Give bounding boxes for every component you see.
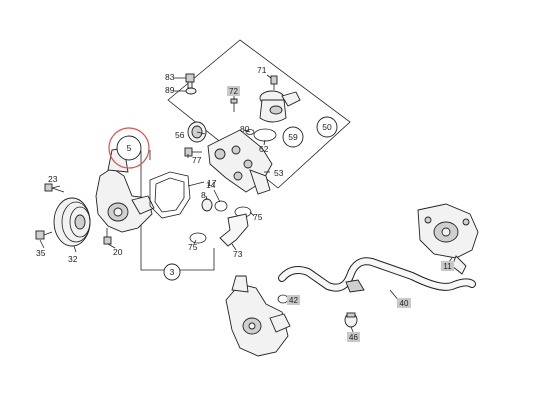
label-35[interactable]: 35 (36, 248, 46, 258)
plug-8-part (201, 198, 213, 212)
bolt-20-part (103, 228, 112, 245)
clamp-75-lower-part (189, 232, 207, 244)
pulley-32-part (53, 197, 91, 247)
bolt-35-part (35, 230, 53, 240)
thermostat-housing-part (259, 90, 301, 123)
tag-72[interactable] (227, 86, 240, 96)
gasket-17-part (149, 171, 191, 219)
label-17[interactable]: 17 (207, 178, 217, 188)
label-3: 3 (170, 267, 175, 277)
label-77[interactable]: 77 (192, 155, 202, 165)
label-80[interactable]: 80 (240, 124, 250, 134)
label-14-visible[interactable]: 14 (206, 180, 216, 190)
screw-71-part (270, 75, 278, 90)
hose-73-part (219, 213, 249, 247)
washer-89-part (185, 87, 197, 95)
label-71[interactable]: 71 (257, 65, 267, 75)
callout-circle-59[interactable] (282, 126, 304, 148)
label-75-lower[interactable]: 75 (188, 242, 198, 252)
tag-42[interactable] (287, 295, 300, 305)
label-46: 46 (349, 333, 358, 342)
tag-40[interactable] (397, 298, 411, 308)
label-32[interactable]: 32 (68, 254, 78, 264)
bolt-83-part (185, 73, 195, 89)
water-pump-body-part (95, 147, 155, 233)
label-59: 59 (288, 132, 298, 142)
lower-pump-assembly-part (225, 275, 291, 357)
hose-40-part (279, 258, 475, 291)
highlight-circle-5 (108, 127, 150, 169)
label-89[interactable]: 89 (165, 85, 175, 95)
label-23[interactable]: 23 (48, 174, 58, 184)
label-73[interactable]: 73 (233, 249, 243, 259)
hose-40-clip (345, 279, 365, 293)
label-56[interactable]: 56 (175, 130, 185, 140)
label-72: 72 (229, 87, 238, 96)
ring-80-part (245, 129, 255, 135)
callout-circle-50[interactable] (316, 116, 338, 138)
clip-46-part (344, 312, 358, 328)
bolt-77-part (184, 147, 202, 157)
clamp-42-part (277, 294, 289, 304)
coolant-manifold-part (207, 129, 273, 195)
label-75-upper[interactable]: 75 (253, 212, 263, 222)
label-62[interactable]: 62 (259, 144, 269, 154)
bolt-23-part (44, 183, 65, 193)
tag-46[interactable] (347, 332, 360, 342)
reference-pump-part (417, 203, 479, 275)
gasket-17-inner (154, 177, 185, 213)
bracket-lines (140, 151, 215, 271)
label-83[interactable]: 83 (165, 72, 175, 82)
label-42: 42 (289, 296, 298, 305)
callout-circle-3[interactable] (163, 263, 181, 281)
tag-11[interactable] (441, 261, 454, 271)
o-ring-62-part (253, 128, 277, 142)
clamp-14-part (214, 200, 228, 212)
label-53[interactable]: 53 (274, 168, 284, 178)
label-8[interactable]: 8 (201, 190, 206, 200)
label-5: 5 (127, 143, 132, 153)
label-11: 11 (443, 262, 452, 271)
label-50: 50 (322, 122, 332, 132)
screw-72-part (230, 98, 238, 112)
label-40: 40 (400, 299, 409, 308)
label-20[interactable]: 20 (113, 247, 123, 257)
callout-circle-5[interactable] (116, 135, 142, 161)
